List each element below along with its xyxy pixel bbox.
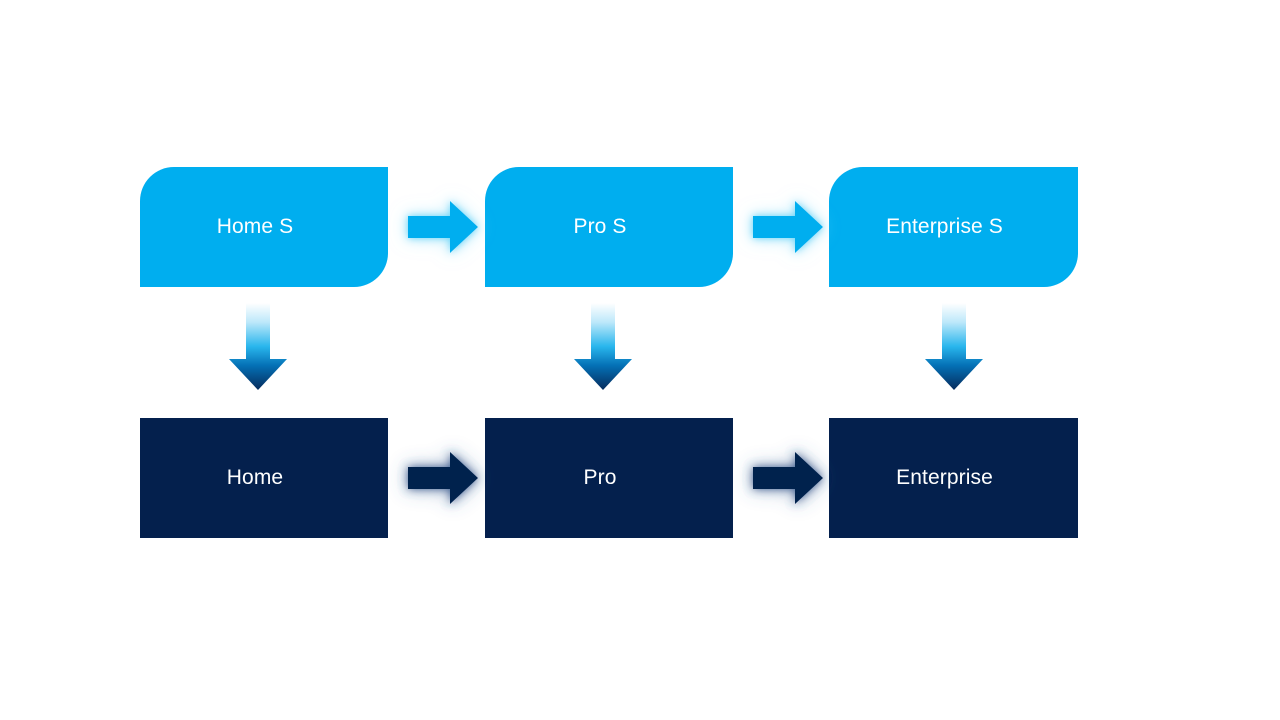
node-home-s-label: Home S [216,215,294,239]
connector-home-s-to-home [227,303,289,391]
node-home-label: Home [226,466,284,490]
node-enterprise-s-label: Enterprise S [886,215,1003,239]
connector-enterprise-s-to-enterprise [923,303,985,391]
node-home-s[interactable]: Home S [140,167,388,287]
arrow-down-icon [229,303,287,390]
arrow-right-icon [408,201,478,253]
connector-home-to-pro [406,449,480,507]
arrow-right-icon [753,452,823,504]
node-pro[interactable]: Pro [485,418,733,538]
node-enterprise[interactable]: Enterprise [829,418,1078,538]
connector-pro-s-to-enterprise-s [751,198,825,256]
node-pro-s-label: Pro S [573,215,627,239]
connector-pro-s-to-pro [572,303,634,391]
node-pro-s[interactable]: Pro S [485,167,733,287]
arrow-down-icon [574,303,632,390]
connector-pro-to-enterprise [751,449,825,507]
connector-home-s-to-pro-s [406,198,480,256]
node-enterprise-s[interactable]: Enterprise S [829,167,1078,287]
node-pro-label: Pro [583,466,617,490]
node-enterprise-label: Enterprise [896,466,993,490]
arrow-down-icon [925,303,983,390]
arrow-right-icon [408,452,478,504]
arrow-right-icon [753,201,823,253]
node-home[interactable]: Home [140,418,388,538]
